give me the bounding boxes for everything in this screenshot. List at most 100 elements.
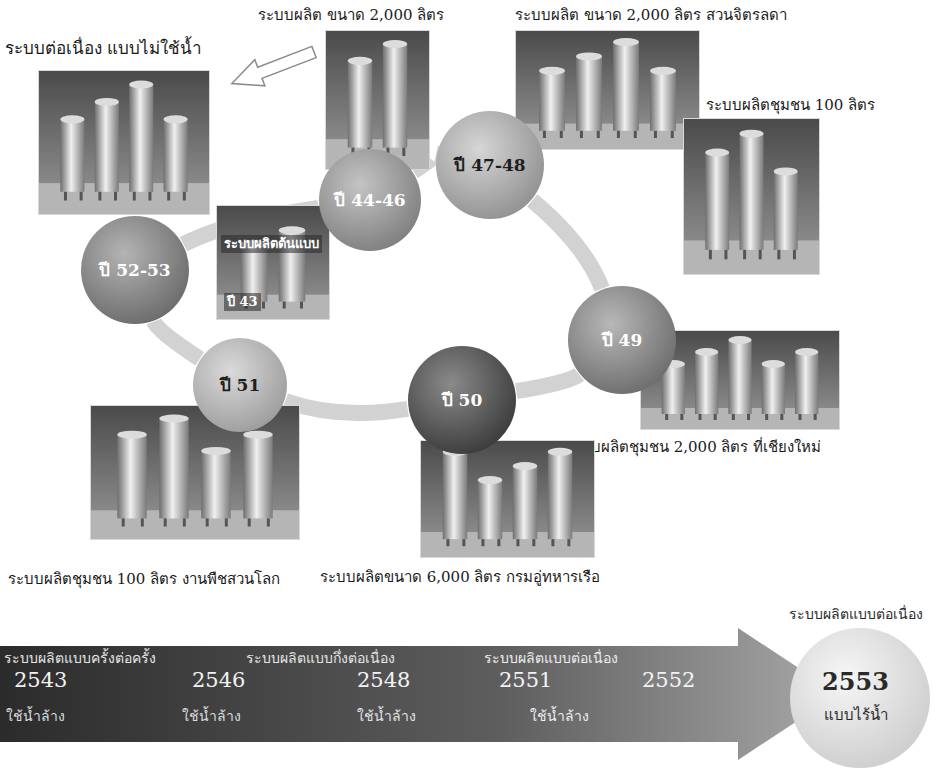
year-label: ปี 47-48 [454, 155, 525, 175]
tank-leg [780, 414, 783, 420]
timeline-label: ระบบผลิตแบบครั้งต่อครั้ง [4, 650, 156, 667]
year-label: ปี 50 [442, 390, 483, 410]
year-label: ปี 49 [602, 330, 643, 350]
photo-ground [683, 118, 820, 275]
timeline-label: ระบบผลิตแบบต่อเนื่อง [484, 650, 618, 667]
photo-frame [217, 206, 330, 320]
tank-leg [699, 414, 702, 420]
circle-fill [436, 111, 544, 219]
year-label: ปี 51 [220, 375, 261, 395]
tank-leg [64, 192, 67, 201]
photo-ground [515, 30, 700, 150]
tank-top [348, 57, 373, 65]
arrow-fill [0, 628, 838, 760]
tank-leg [122, 518, 125, 526]
photo-caption: ระบบผลิตชุมชน 100 ลิตร [706, 96, 875, 114]
photo-box: ระบบต่อเนื่อง แบบไม่ใช้น้ำ [38, 70, 210, 215]
tank-top [728, 336, 751, 344]
tank-leg [560, 131, 563, 138]
tank-body [478, 480, 503, 539]
tank-leg [462, 539, 465, 546]
tank-leg [148, 192, 151, 201]
photo-frame [421, 441, 595, 558]
tank-leg [551, 539, 554, 546]
timeline-label: ใช้น้ำล้าง [530, 708, 589, 725]
ring-segment [516, 375, 579, 392]
tank-body [60, 119, 84, 192]
year-circle: ปี 44-46 [318, 148, 422, 252]
arrow-shape [0, 628, 840, 762]
tank-top [117, 431, 146, 439]
photo-frame [91, 406, 300, 540]
tank-top [695, 348, 718, 356]
tank-leg [267, 518, 270, 526]
tank-leg [516, 539, 519, 546]
photo-frame [684, 119, 820, 275]
tank-body [164, 119, 188, 192]
end-circle: ระบบผลิตแบบต่อเนื่อง2553แบบไร้น้ำ [768, 604, 943, 768]
year-circle: ปี 49 [567, 285, 677, 395]
tank-body [695, 352, 718, 414]
tank-leg [283, 302, 286, 309]
end-label: ระบบผลิตแบบต่อเนื่อง [768, 606, 943, 623]
tank-leg [617, 131, 620, 138]
photo-label: ระบบผลิตต้นแบบ [221, 235, 322, 253]
tank-top [539, 67, 565, 75]
tank-top [705, 149, 729, 157]
tank-body [576, 56, 602, 130]
year-circle: ปี 50 [407, 345, 517, 455]
photo-caption: ระบบผลิตชุมชน 100 ลิตร งานพืชสวนโลก [8, 570, 280, 588]
tank-leg [671, 131, 674, 138]
tank-leg [225, 518, 228, 526]
tank-top [774, 167, 798, 175]
tank-top [95, 98, 119, 106]
year-number: 2548 [357, 668, 410, 693]
circle-fill [319, 149, 421, 251]
tank-leg [114, 192, 117, 201]
tank-body [513, 466, 538, 539]
photo-box: ระบบผลิต ขนาด 2,000 ลิตร สวนจิตรลดา [515, 30, 700, 150]
tank-top [740, 130, 764, 138]
tank-top [60, 115, 84, 123]
tank-top [478, 476, 503, 484]
end-label: แบบไร้น้ำ [768, 706, 943, 724]
photo-frame [326, 31, 430, 170]
photo-illustration [420, 440, 595, 558]
ring-segment [285, 401, 407, 413]
tank-leg [300, 302, 303, 309]
tank-leg [183, 518, 186, 526]
photo-illustration [683, 118, 820, 275]
tank-leg [497, 539, 500, 546]
tank-leg [765, 414, 768, 420]
tank-leg [80, 192, 83, 201]
year-number: 2551 [499, 668, 552, 693]
circle-fill [790, 628, 930, 768]
timeline-label: ใช้น้ำล้าง [182, 708, 241, 725]
tank-body [740, 134, 764, 250]
tank-top [795, 348, 818, 356]
photo-box: ระบบผลิต ขนาด 2,000 ลิตร [325, 30, 430, 170]
photo-box: ระบบผลิตขนาด 6,000 ลิตร กรมอู่ทหารเรือ [420, 440, 595, 558]
tank-leg [532, 539, 535, 546]
tank-body [539, 71, 565, 131]
tank-leg [665, 414, 668, 420]
tank-body [243, 435, 272, 519]
photo-box: ระบบผลิตชุมชน 100 ลิตร [683, 118, 820, 275]
tank-body [705, 153, 729, 250]
tank-body [129, 85, 153, 192]
tank-leg [777, 250, 780, 259]
tank-top [201, 447, 230, 455]
tank-body [650, 71, 676, 131]
tank-top [513, 462, 538, 470]
tank-leg [654, 131, 657, 138]
photo-frame [516, 31, 700, 150]
tank-body [348, 61, 373, 148]
circle-fill [81, 216, 189, 324]
photo-ground [38, 70, 210, 215]
tank-leg [133, 192, 136, 201]
photo-caption: ระบบผลิต ขนาด 2,000 ลิตร [258, 6, 444, 24]
tank-leg [98, 192, 101, 201]
tank-leg [747, 414, 750, 420]
tank-top [548, 448, 573, 456]
tank-leg [724, 250, 727, 259]
